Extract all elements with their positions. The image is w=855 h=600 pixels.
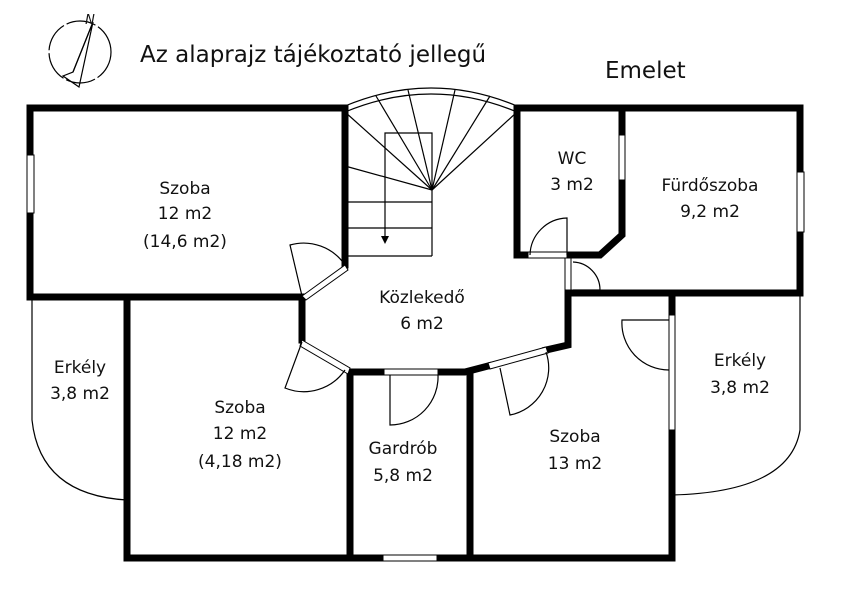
room-area: 3,8 m2	[50, 384, 110, 404]
room-szoba-1: Szoba 12 m2 (14,6 m2)	[143, 179, 227, 252]
compass-icon: N	[48, 13, 112, 89]
windows	[26, 134, 805, 562]
staircase	[344, 87, 518, 257]
room-kozlekedo: Közlekedő 6 m2	[379, 288, 465, 334]
balcony-right-outline	[671, 296, 801, 496]
room-name: Erkély	[714, 351, 766, 371]
room-area: 12 m2	[158, 204, 212, 224]
room-furdoszoba: Fürdőszoba 9,2 m2	[662, 176, 759, 222]
room-area: 9,2 m2	[680, 202, 740, 222]
floor-label: Emelet	[605, 58, 686, 84]
room-area: 6 m2	[400, 314, 444, 334]
room-szoba-2: Szoba 12 m2 (4,18 m2)	[198, 398, 282, 472]
balcony-left-outline	[31, 300, 128, 501]
room-name: Szoba	[159, 179, 210, 199]
room-area-extra: (14,6 m2)	[143, 232, 227, 252]
room-wc: WC 3 m2	[550, 149, 594, 195]
room-name: Erkély	[54, 358, 106, 378]
room-name: Szoba	[214, 398, 265, 418]
room-erkely-left: Erkély 3,8 m2	[50, 358, 110, 404]
room-name: Gardrób	[369, 439, 438, 459]
room-name: Közlekedő	[379, 288, 465, 308]
room-area: 5,8 m2	[373, 466, 433, 486]
room-area: 13 m2	[548, 454, 602, 474]
door-swings	[284, 217, 670, 426]
compass-north-label: N	[85, 13, 95, 28]
room-area-extra: (4,18 m2)	[198, 452, 282, 472]
plan-disclaimer-title: Az alaprajz tájékoztató jellegű	[140, 42, 486, 68]
room-szoba-3: Szoba 13 m2	[548, 427, 602, 474]
room-gardrob: Gardrób 5,8 m2	[369, 439, 438, 486]
room-erkely-right: Erkély 3,8 m2	[710, 351, 770, 398]
room-name: Fürdőszoba	[662, 176, 759, 196]
room-area: 3,8 m2	[710, 378, 770, 398]
room-name: WC	[558, 149, 587, 169]
room-area: 12 m2	[213, 424, 267, 444]
room-name: Szoba	[549, 427, 600, 447]
room-area: 3 m2	[550, 175, 594, 195]
